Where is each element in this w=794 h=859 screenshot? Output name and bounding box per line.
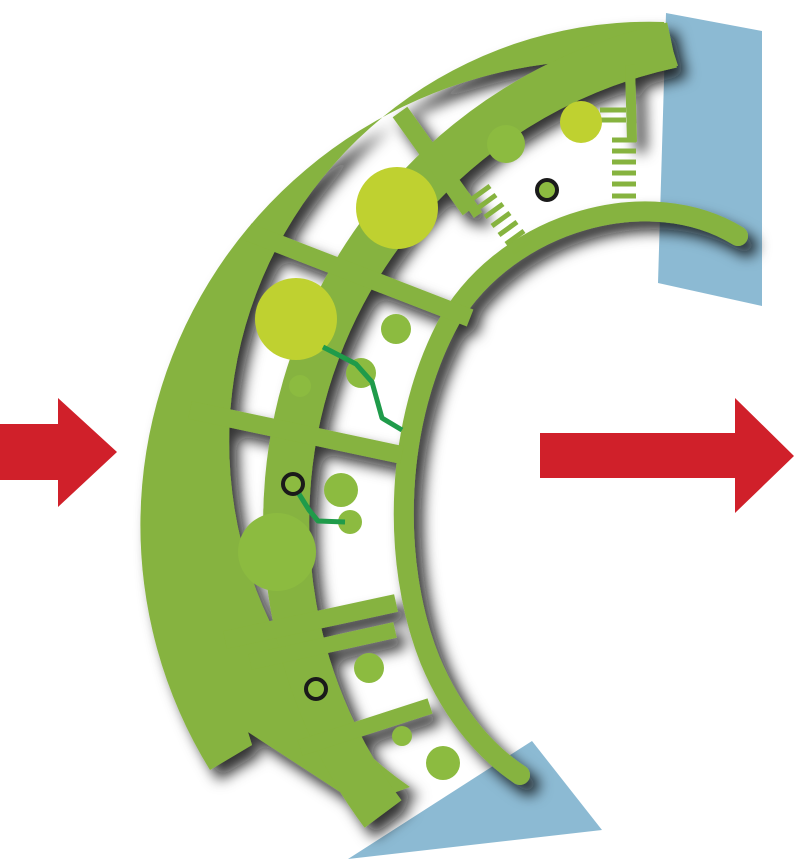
vesicle-large	[560, 101, 602, 143]
vesicle	[381, 314, 411, 344]
upper-septum-stub	[630, 65, 632, 142]
ringed-vesicle	[306, 679, 326, 699]
vesicle	[392, 726, 412, 746]
vesicle-large	[238, 513, 316, 591]
vesicle	[289, 375, 311, 397]
vesicle	[426, 746, 460, 780]
vesicle	[354, 653, 384, 683]
input-arrow	[0, 398, 117, 507]
vesicle-large	[356, 167, 438, 249]
pit-field-right	[612, 140, 636, 207]
output-arrow	[540, 398, 794, 513]
vesicle	[487, 125, 525, 163]
ringed-vesicle	[537, 180, 557, 200]
vesicle	[324, 473, 358, 507]
ringed-vesicle	[283, 474, 303, 494]
inner-wall-arc	[404, 211, 738, 775]
